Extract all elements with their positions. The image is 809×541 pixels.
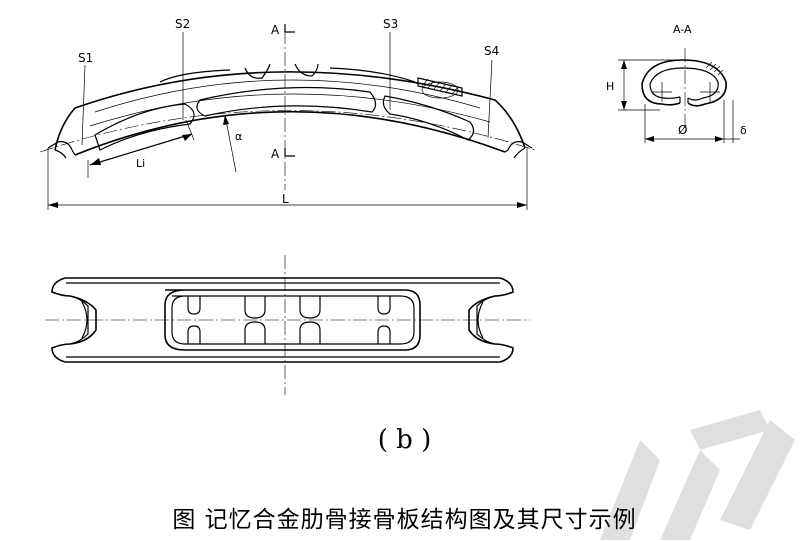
front-view: A A S1 S2 S3 S4 Li α L — [39, 17, 536, 210]
overall-length-label: L — [282, 192, 289, 206]
watermark-logo — [600, 410, 795, 540]
thickness-label: δ — [740, 124, 747, 137]
figure-sublabel: ( b ) — [377, 425, 432, 455]
height-label: H — [606, 80, 614, 93]
diameter-label: Ø — [678, 123, 687, 137]
s2-label: S2 — [175, 17, 190, 31]
s4-label: S4 — [484, 44, 499, 58]
section-top-label: A — [271, 23, 280, 37]
plan-view — [45, 255, 530, 395]
section-bottom-label: A — [271, 147, 280, 161]
section-view-label: A-A — [673, 23, 692, 36]
section-view: A-A H Ø δ — [606, 23, 747, 143]
s1-label: S1 — [78, 51, 93, 65]
figure-caption: 图 记忆合金肋骨接骨板结构图及其尺寸示例 — [172, 507, 637, 533]
angle-label: α — [235, 130, 242, 143]
s3-label: S3 — [383, 17, 398, 31]
segment-length-label: Li — [136, 157, 145, 170]
